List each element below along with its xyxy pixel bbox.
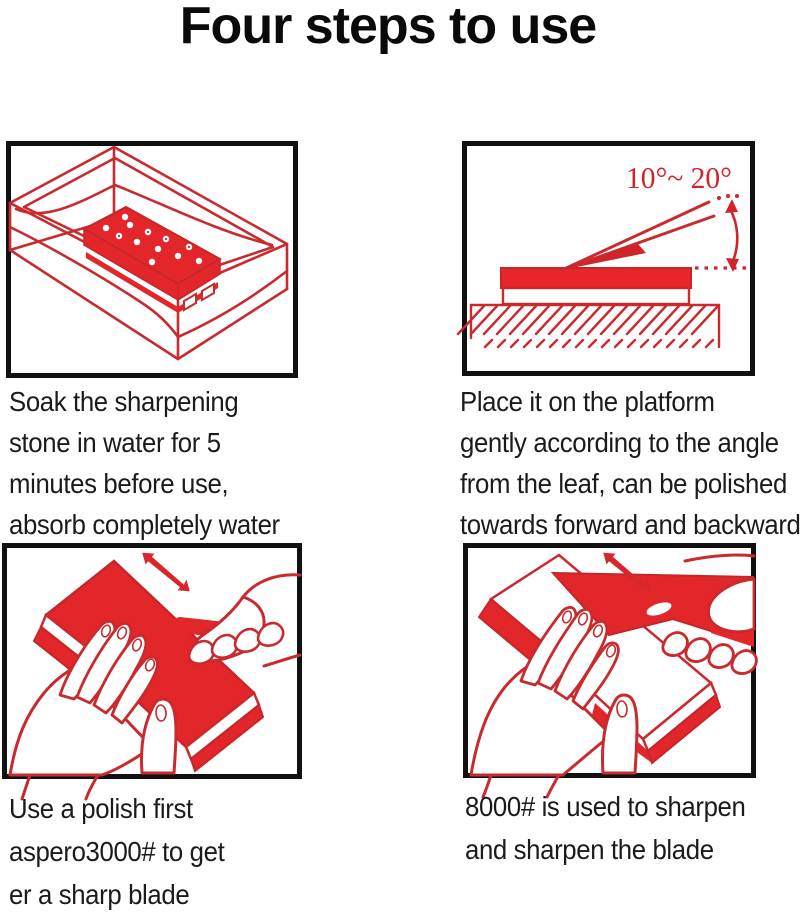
water-container-wireframe xyxy=(8,145,289,361)
caption-line: Use a polish first xyxy=(9,793,193,824)
step-2-caption: Place it on the platform gently accordin… xyxy=(460,381,801,545)
right-hand xyxy=(661,553,758,675)
caption-line: towards forward and backward xyxy=(460,509,801,540)
step-4-caption: 8000# is used to sharpen and sharpen the… xyxy=(465,785,746,871)
motion-arrow-icon xyxy=(142,552,190,592)
caption-line: er a sharp blade xyxy=(9,879,190,910)
sharpen-blade-illustration xyxy=(463,543,758,799)
angle-indicator xyxy=(695,194,751,272)
caption-line: stone in water for 5 xyxy=(9,427,221,458)
caption-line: aspero3000# to get xyxy=(9,836,225,867)
knife-angle-illustration: 10°~ 20° xyxy=(456,141,755,376)
caption-line: minutes before use, xyxy=(9,468,229,499)
step-3-panel xyxy=(2,543,302,801)
step-1-panel xyxy=(6,141,298,378)
step-2-panel: 10°~ 20° xyxy=(456,141,755,376)
page-title: Four steps to use xyxy=(179,0,597,55)
left-hand xyxy=(8,620,178,801)
caption-line: absorb completely water xyxy=(9,509,280,540)
caption-line: 8000# is used to sharpen xyxy=(465,791,746,822)
caption-line: Place it on the platform xyxy=(460,386,715,417)
soak-stone-illustration xyxy=(6,141,298,378)
step-4-panel xyxy=(463,543,758,799)
sharpening-stone xyxy=(81,205,223,313)
left-hand xyxy=(469,606,639,799)
whetstone xyxy=(500,267,692,306)
step-1-caption: Soak the sharpening stone in water for 5… xyxy=(9,381,280,545)
angle-range-label: 10°~ 20° xyxy=(626,160,732,195)
polish-stone-illustration xyxy=(2,543,302,801)
step-3-caption: Use a polish first aspero3000# to get er… xyxy=(9,787,225,916)
knife-blade xyxy=(560,200,716,272)
caption-line: Soak the sharpening xyxy=(9,386,239,417)
caption-line: and sharpen the blade xyxy=(465,834,714,865)
caption-line: from the leaf, can be polished xyxy=(460,468,787,499)
motion-arrow-icon xyxy=(603,552,651,592)
platform-hatching xyxy=(456,303,721,349)
right-hand xyxy=(187,573,302,668)
caption-line: gently according to the angle xyxy=(460,427,779,458)
